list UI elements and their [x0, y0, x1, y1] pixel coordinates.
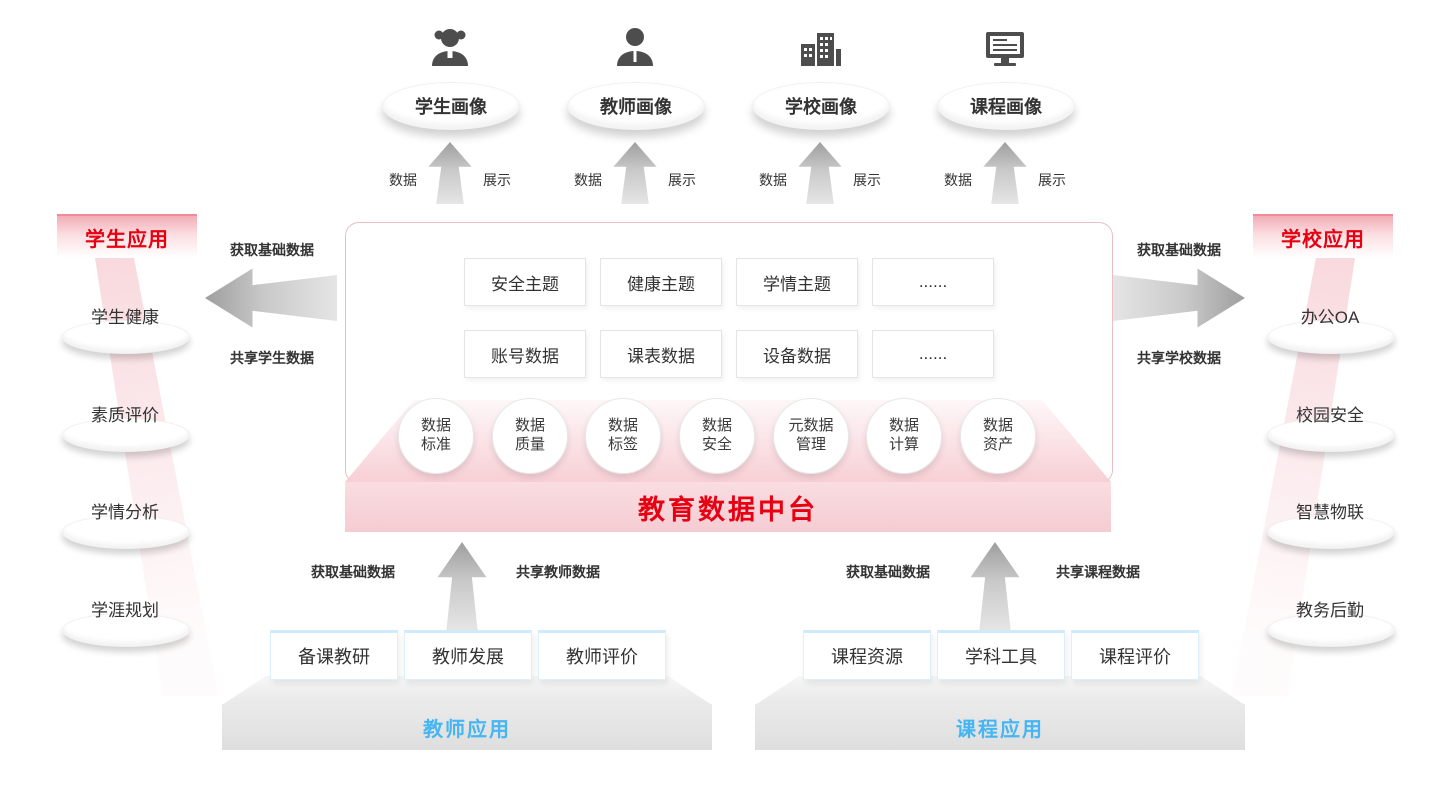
item-label: 学生健康 — [91, 308, 159, 327]
profile-disc: 教师画像 — [567, 82, 705, 130]
item-label: 学情分析 — [91, 503, 159, 522]
course-flow-left: 获取基础数据 — [846, 564, 930, 580]
profile-disc: 课程画像 — [937, 82, 1075, 130]
data-box-device: 设备数据 — [736, 330, 858, 378]
up-arrow-icon — [613, 142, 657, 204]
up-arrow-icon — [428, 142, 472, 204]
teacher-app-evaluation: 教师评价 — [538, 630, 666, 680]
school-flow-top: 获取基础数据 — [1137, 242, 1221, 258]
item-label: 素质评价 — [91, 406, 159, 425]
course-platform-trapezoid — [755, 676, 1245, 705]
capability-data-quality: 数据 质量 — [492, 398, 568, 474]
flow-label-display: 展示 — [668, 172, 696, 188]
flow-label-data: 数据 — [574, 172, 602, 188]
theme-box-learning: 学情主题 — [736, 258, 858, 306]
course-app-evaluation: 课程评价 — [1071, 630, 1199, 680]
item-label: 智慧物联 — [1296, 503, 1364, 522]
flow-label-display: 展示 — [1038, 172, 1066, 188]
item-label: 教务后勤 — [1296, 601, 1364, 620]
arrow-from-course-apps — [970, 542, 1020, 630]
arrow-to-student-apps — [205, 268, 337, 328]
item-label: 办公OA — [1300, 308, 1360, 327]
school-icon — [796, 24, 844, 72]
capability-data-asset: 数据 资产 — [960, 398, 1036, 474]
teacher-apps-banner: 教师应用 — [222, 704, 712, 750]
profile-label: 教师画像 — [600, 97, 672, 117]
course-app-resources: 课程资源 — [803, 630, 931, 680]
capability-data-security: 数据 安全 — [679, 398, 755, 474]
item-disc — [62, 613, 190, 647]
school-app-logistics: 教务后勤 — [1265, 593, 1395, 647]
item-label: 学涯规划 — [91, 601, 159, 620]
item-disc — [62, 515, 190, 549]
course-app-subject-tools: 学科工具 — [937, 630, 1065, 680]
up-arrow-icon — [983, 142, 1027, 204]
platform-title-banner: 教育数据中台 — [345, 482, 1111, 532]
teacher-flow-left: 获取基础数据 — [311, 564, 395, 580]
teacher-app-lesson-prep: 备课教研 — [270, 630, 398, 680]
course-apps-banner: 课程应用 — [755, 704, 1245, 750]
student-app-quality-eval: 素质评价 — [60, 398, 190, 452]
flow-label-display: 展示 — [853, 172, 881, 188]
capability-metadata-mgmt: 元数据 管理 — [773, 398, 849, 474]
school-apps-header: 学校应用 — [1253, 214, 1393, 258]
student-app-learning-analysis: 学情分析 — [60, 495, 190, 549]
item-label: 校园安全 — [1296, 406, 1364, 425]
item-disc — [62, 418, 190, 452]
item-disc — [62, 320, 190, 354]
teacher-icon — [611, 24, 659, 72]
profile-column-student: 学生画像 数据 展示 — [365, 24, 535, 208]
item-disc — [1267, 515, 1395, 549]
student-icon — [426, 24, 474, 72]
flow-label-data: 数据 — [389, 172, 417, 188]
item-disc — [1267, 418, 1395, 452]
flow-label-data: 数据 — [944, 172, 972, 188]
theme-box-health: 健康主题 — [600, 258, 722, 306]
profile-column-school: 学校画像 数据 展示 — [735, 24, 905, 208]
student-apps-header: 学生应用 — [57, 214, 197, 258]
data-box-account: 账号数据 — [464, 330, 586, 378]
profile-disc: 学校画像 — [752, 82, 890, 130]
student-flow-top: 获取基础数据 — [230, 242, 314, 258]
teacher-flow-right: 共享教师数据 — [516, 564, 600, 580]
student-flow-bottom: 共享学生数据 — [230, 350, 314, 366]
profile-label: 学校画像 — [785, 97, 857, 117]
student-app-health: 学生健康 — [60, 300, 190, 354]
school-app-smart-iot: 智慧物联 — [1265, 495, 1395, 549]
flow-label-display: 展示 — [483, 172, 511, 188]
capability-data-compute: 数据 计算 — [866, 398, 942, 474]
school-flow-bottom: 共享学校数据 — [1137, 350, 1221, 366]
item-disc — [1267, 613, 1395, 647]
course-flow-right: 共享课程数据 — [1056, 564, 1140, 580]
profile-disc: 学生画像 — [382, 82, 520, 130]
capability-data-standard: 数据 标准 — [398, 398, 474, 474]
profile-column-teacher: 教师画像 数据 展示 — [550, 24, 720, 208]
school-app-office-oa: 办公OA — [1265, 300, 1395, 354]
teacher-app-development: 教师发展 — [404, 630, 532, 680]
profile-label: 学生画像 — [415, 97, 487, 117]
profile-label: 课程画像 — [970, 97, 1042, 117]
data-box-more: ...... — [872, 330, 994, 378]
up-arrow-icon — [798, 142, 842, 204]
arrow-to-school-apps — [1113, 268, 1245, 328]
course-icon — [981, 24, 1029, 72]
capability-data-label: 数据 标签 — [585, 398, 661, 474]
student-app-career-planning: 学涯规划 — [60, 593, 190, 647]
theme-box-security: 安全主题 — [464, 258, 586, 306]
teacher-platform-trapezoid — [222, 676, 712, 705]
item-disc — [1267, 320, 1395, 354]
flow-label-data: 数据 — [759, 172, 787, 188]
profile-column-course: 课程画像 数据 展示 — [920, 24, 1090, 208]
school-app-campus-safety: 校园安全 — [1265, 398, 1395, 452]
theme-box-more: ...... — [872, 258, 994, 306]
data-box-timetable: 课表数据 — [600, 330, 722, 378]
arrow-from-teacher-apps — [437, 542, 487, 630]
